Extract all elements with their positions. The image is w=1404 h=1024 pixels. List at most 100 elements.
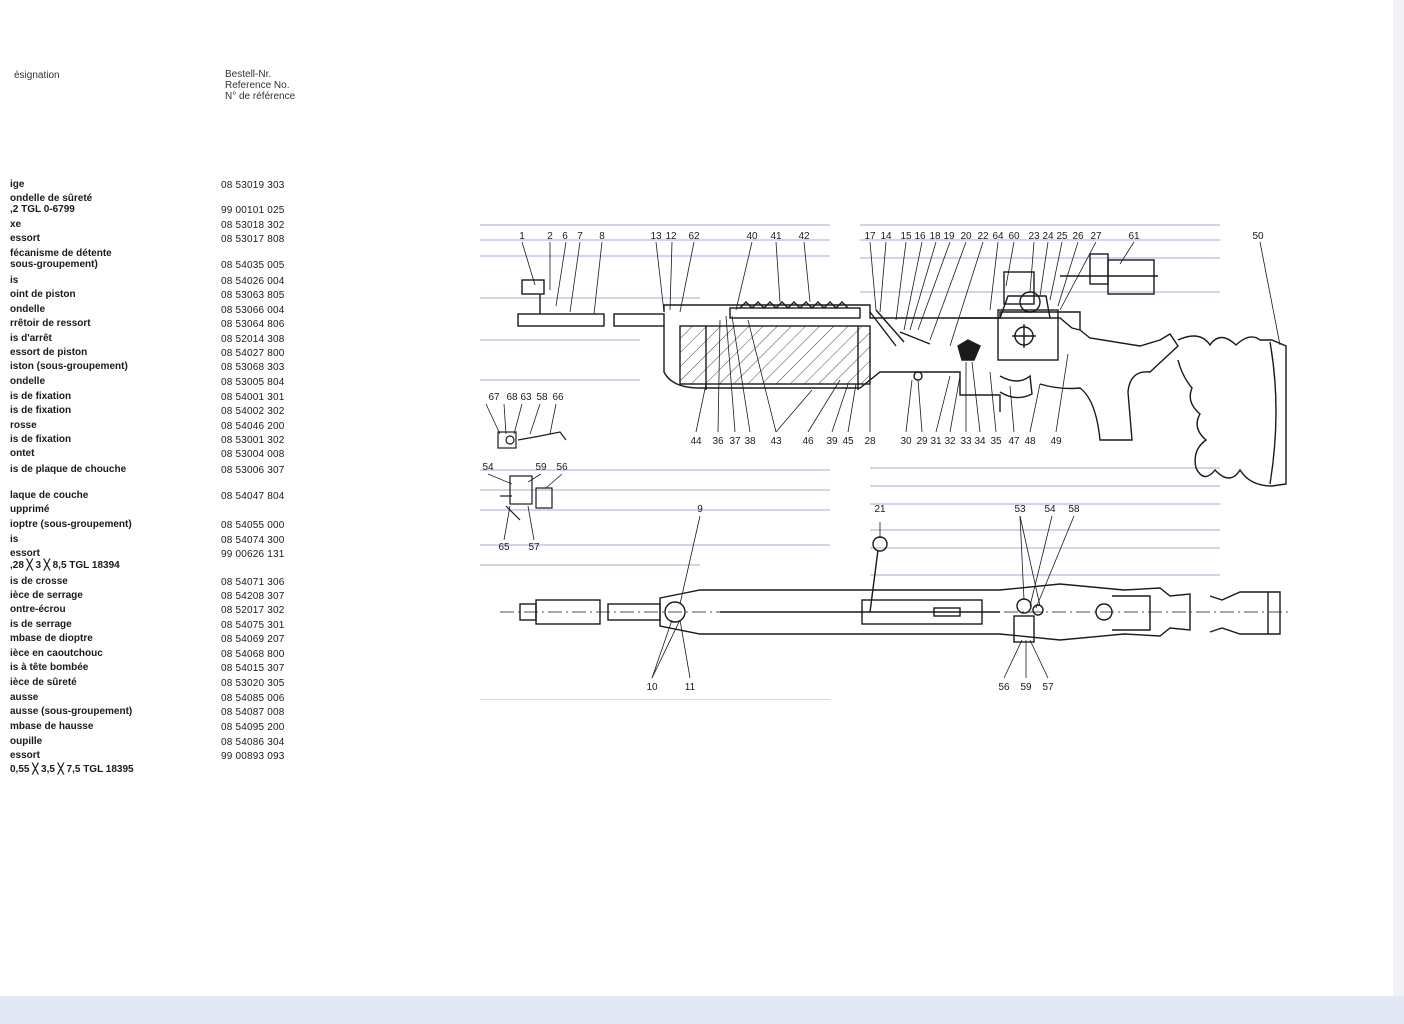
part-reference-number: 08 54208 307 [221,591,285,602]
part-name: is de fixation [10,434,72,445]
part-reference-number: 99 00893 093 [221,751,285,762]
part-name: fécanisme de détente [10,248,112,259]
callout-label: 44 [690,436,702,447]
part-name: is d'arrêt [10,333,52,344]
part-reference-number: 08 54069 207 [221,634,285,645]
part-reference-number: 08 53063 805 [221,290,285,301]
callout-label: 48 [1024,436,1036,447]
callout-label: 12 [665,231,677,242]
callout-label: 67 [488,392,500,403]
callout-label: 38 [744,436,756,447]
callout-label: 25 [1056,231,1068,242]
part-name: ondelle de sûreté [10,193,93,204]
callout-label: 16 [914,231,926,242]
callout-label: 34 [974,436,986,447]
part-reference-number: 08 54002 302 [221,406,285,417]
callout-label: 39 [826,436,838,447]
callout-label: 49 [1050,436,1062,447]
part-name: is à tête bombée [10,662,89,673]
reference-header: Bestell-Nr. Reference No. N° de référenc… [225,69,295,102]
callout-label: 46 [802,436,814,447]
callout-label: 15 [900,231,912,242]
part-reference-number: 99 00101 025 [221,205,285,216]
callout-label: 59 [535,462,547,473]
part-reference-number: 08 54075 301 [221,620,285,631]
part-name: oint de piston [10,289,76,300]
callout-label: 10 [646,682,658,693]
callout-label: 62 [688,231,700,242]
callout-label: 6 [562,231,568,242]
callout-label: 58 [536,392,548,403]
callout-label: 21 [874,504,886,515]
callout-label: 7 [577,231,583,242]
callout-label: 35 [990,436,1002,447]
bleed-through-traces [480,224,1220,700]
callout-label: 56 [556,462,568,473]
part-reference-number: 08 54068 800 [221,649,285,660]
callout-label: 31 [930,436,942,447]
callout-label: 13 [650,231,662,242]
small-parts-detail [497,431,567,521]
part-name: rrêtoir de ressort [10,318,91,329]
part-name: is de plaque de chouche [10,464,127,475]
callout-label: 19 [943,231,955,242]
part-name: ,28 ╳ 3 ╳ 8,5 TGL 18394 [10,560,120,571]
part-name: essort de piston [10,347,88,358]
part-reference-number: 08 53020 305 [221,678,285,689]
part-reference-number: 08 53064 806 [221,319,285,330]
callout-label: 2 [547,231,553,242]
callout-label: 68 [506,392,518,403]
part-reference-number: 08 54085 006 [221,693,285,704]
rifle-plan-view [500,536,1290,643]
part-reference-number: 08 54027 800 [221,348,285,359]
callout-label: 37 [729,436,741,447]
callout-label: 64 [992,231,1004,242]
part-name: essort [10,750,41,761]
scanner-bed-band [0,996,1404,1024]
callout-label: 30 [900,436,912,447]
part-reference-number: 08 53019 303 [221,180,285,191]
callout-label: 47 [1008,436,1020,447]
callout-label: 60 [1008,231,1020,242]
part-name: ièce de sûreté [10,677,77,688]
callout-label: 11 [685,682,696,693]
exploded-diagram: 1267813126240414217141516181920226460232… [480,224,1290,700]
part-name: ioptre (sous-groupement) [10,519,132,530]
callout-label: 24 [1042,231,1054,242]
part-name: 0,55 ╳ 3,5 ╳ 7,5 TGL 18395 [10,764,134,775]
callout-label: 18 [929,231,941,242]
part-reference-number: 08 54087 008 [221,707,285,718]
part-name: is de fixation [10,405,72,416]
callout-label: 53 [1014,504,1026,515]
part-name: is de serrage [10,619,72,630]
callout-label: 14 [880,231,892,242]
part-name: ausse (sous-groupement) [10,706,133,717]
callout-label: 29 [916,436,928,447]
part-reference-number: 08 53006 307 [221,465,285,476]
rifle-side-view [517,253,1287,487]
callout-label: 56 [998,682,1010,693]
part-reference-number: 08 54071 306 [221,577,285,588]
callout-label: 20 [960,231,972,242]
part-name: ièce de serrage [10,590,83,601]
callout-label: 33 [960,436,972,447]
callout-label: 58 [1068,504,1080,515]
callout-label: 27 [1090,231,1102,242]
part-reference-number: 08 54015 307 [221,663,285,674]
part-name: ondelle [10,304,46,315]
callout-label: 43 [770,436,782,447]
callout-label: 9 [697,504,703,515]
part-reference-number: 08 54047 804 [221,491,285,502]
callout-label: 42 [798,231,810,242]
designation-header: ésignation [14,70,60,81]
part-reference-number: 08 54074 300 [221,535,285,546]
part-name: is de crosse [10,576,68,587]
callout-label: 36 [712,436,724,447]
part-name: essort [10,233,41,244]
callout-label: 59 [1020,682,1032,693]
designation-header-text: ésignation [14,70,60,81]
callout-label: 66 [552,392,564,403]
callout-label: 17 [864,231,876,242]
callout-label: 8 [599,231,605,242]
